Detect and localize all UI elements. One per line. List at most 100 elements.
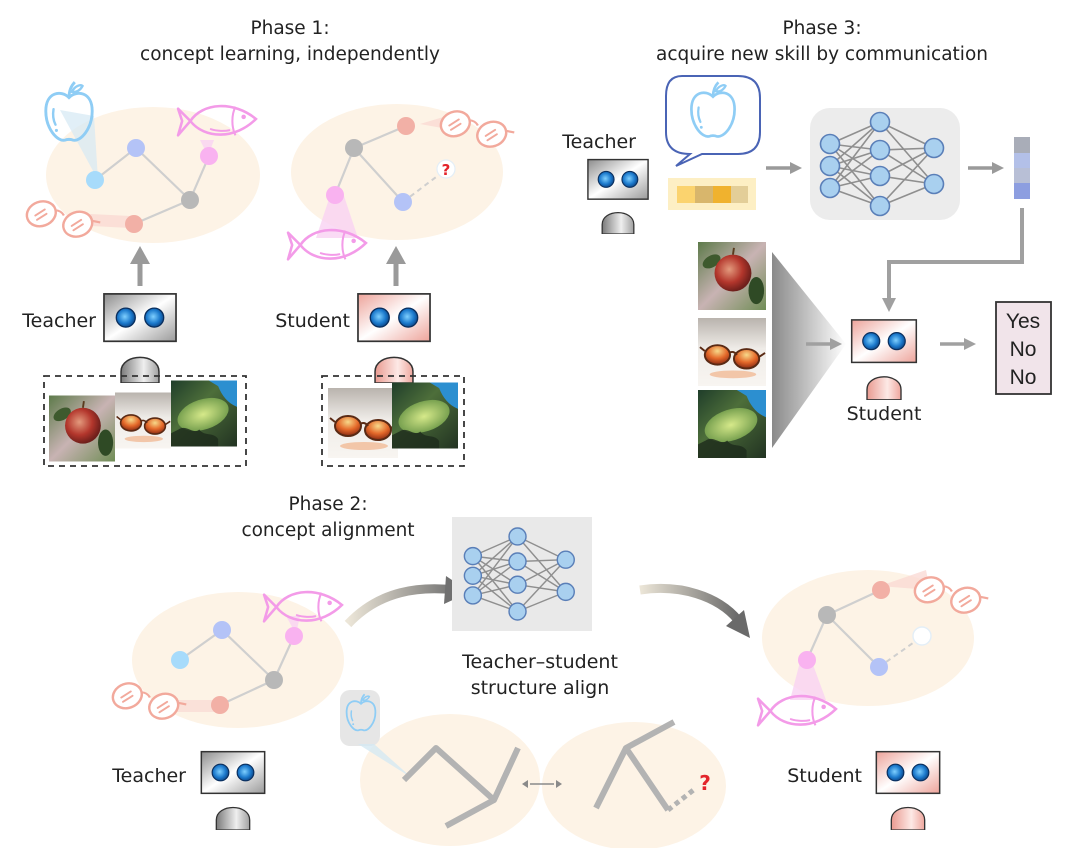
arrow-to-answers-head <box>964 338 976 350</box>
teacher-robot <box>200 750 266 830</box>
embedding-cell <box>1014 137 1030 153</box>
concept-node-gray <box>265 671 283 689</box>
phase1-title-line1: Phase 1: <box>250 18 329 39</box>
student-robot <box>875 750 941 830</box>
embedding-cell <box>677 186 695 203</box>
embedding-cell <box>695 186 713 203</box>
phase3-section: Phase 3: acquire new skill by communicat… <box>561 18 1052 458</box>
student-robot <box>357 293 431 383</box>
teacher-training-images <box>43 375 247 467</box>
glasses-projection-beam <box>90 214 130 228</box>
network-caption-line2: structure align <box>471 677 610 699</box>
student-robot <box>850 319 918 400</box>
concept-node-blue <box>394 193 412 211</box>
sunglasses-photo <box>328 388 398 458</box>
concept-node-blue <box>213 621 231 639</box>
concept-node-blue <box>870 658 888 676</box>
message-embedding <box>668 178 756 210</box>
teacher-up-arrow-head <box>130 246 150 264</box>
embedding-cell <box>1014 183 1030 199</box>
concept-node-gray <box>181 191 199 209</box>
apple-projection-beam <box>358 744 412 778</box>
arrow-into-student-head <box>830 338 842 350</box>
fish-projection-beam <box>790 662 826 700</box>
teacher-robot <box>103 293 177 383</box>
phase3-teacher-label: Teacher <box>561 131 636 153</box>
phase3-student-label: Student <box>847 403 922 425</box>
teacher-structure-shape <box>401 745 521 803</box>
fish-icon <box>756 694 838 727</box>
student-structure-shape <box>623 719 676 812</box>
phase2-student-label: Student <box>787 765 862 787</box>
teacher-structure-branch <box>444 797 496 829</box>
align-arrow-head-right <box>556 780 562 788</box>
phase2-teacher-concept-graph <box>110 590 344 728</box>
arrow-to-network-head <box>790 162 802 174</box>
student-training-images <box>321 375 465 467</box>
student-structure-branch <box>593 746 629 810</box>
phase1-student-label: Student <box>275 310 350 332</box>
network-caption-line1: Teacher–student <box>461 651 618 673</box>
answer-apple: Yes <box>1006 310 1040 333</box>
unknown-question-mark: ? <box>699 771 711 795</box>
concept-node-glasses <box>872 581 890 599</box>
phase2-student-concept-graph <box>756 570 990 727</box>
unknown-question-mark: ? <box>442 161 451 179</box>
embedding-cell <box>1014 168 1030 183</box>
concept-space-ellipse <box>132 592 344 728</box>
concept-node-aligned-unknown <box>912 626 932 646</box>
phase3-title-line2: acquire new skill by communication <box>656 44 988 65</box>
student-structure-circle <box>542 722 726 848</box>
curved-arrow-to-student-graph <box>639 583 742 624</box>
curved-arrow-to-student-graph-head <box>726 610 750 638</box>
concept-node-gray <box>818 606 836 624</box>
concept-node-glasses <box>211 696 229 714</box>
concept-node-fish <box>326 186 344 204</box>
concept-node-apple <box>86 171 104 189</box>
teacher-robot <box>587 158 649 234</box>
answer-sunglasses: No <box>1010 338 1037 361</box>
answer-box: Yes No No <box>995 301 1052 395</box>
images-funnel <box>772 252 846 448</box>
sunglasses-photo <box>115 391 171 450</box>
sunglasses-photo <box>698 318 766 386</box>
apple-photo <box>49 395 115 462</box>
concept-node-fish <box>285 627 303 645</box>
elbow-arrow-to-student <box>887 208 1024 300</box>
student-data-box <box>321 375 465 467</box>
phase3-title-line1: Phase 3: <box>782 18 861 39</box>
concept-node-fish <box>798 651 816 669</box>
align-arrow-head-left <box>522 780 528 788</box>
apple-icon <box>44 80 94 142</box>
embedding-cell <box>731 186 748 203</box>
concept-node-blue <box>127 139 145 157</box>
arrow-to-vector-head <box>992 162 1004 174</box>
phase2-title-line2: concept alignment <box>241 520 414 541</box>
concept-node-glasses <box>397 117 415 135</box>
concept-node-fish <box>200 147 218 165</box>
phase2-title-line1: Phase 2: <box>288 494 367 515</box>
phase1-student-concept-graph: ? <box>286 104 516 261</box>
student-up-arrow-head <box>386 246 406 264</box>
structure-comparison: ? <box>340 690 726 848</box>
fish-photo <box>171 380 237 447</box>
embedding-cell <box>1014 153 1030 168</box>
phase1-teacher-concept-graph <box>24 80 260 243</box>
embedding-cell <box>713 186 731 203</box>
phase1-section: Phase 1: concept learning, independently <box>21 18 516 467</box>
phase2-section: Phase 2: concept alignment <box>110 494 990 848</box>
teacher-speech-bubble <box>665 75 761 167</box>
phase1-title-line2: concept learning, independently <box>140 44 440 65</box>
phase1-teacher-label: Teacher <box>21 310 96 332</box>
fish-projection-beam <box>316 196 358 238</box>
fish-photo <box>698 390 766 458</box>
phase1-up-arrows <box>130 246 406 286</box>
elbow-arrow-head <box>882 298 896 312</box>
teacher-data-box <box>43 375 247 467</box>
translated-embedding <box>1014 137 1030 199</box>
concept-node-gray <box>345 139 363 157</box>
fish-photo <box>392 382 458 449</box>
student-unknown-link <box>666 786 698 812</box>
concept-node-apple <box>171 651 189 669</box>
